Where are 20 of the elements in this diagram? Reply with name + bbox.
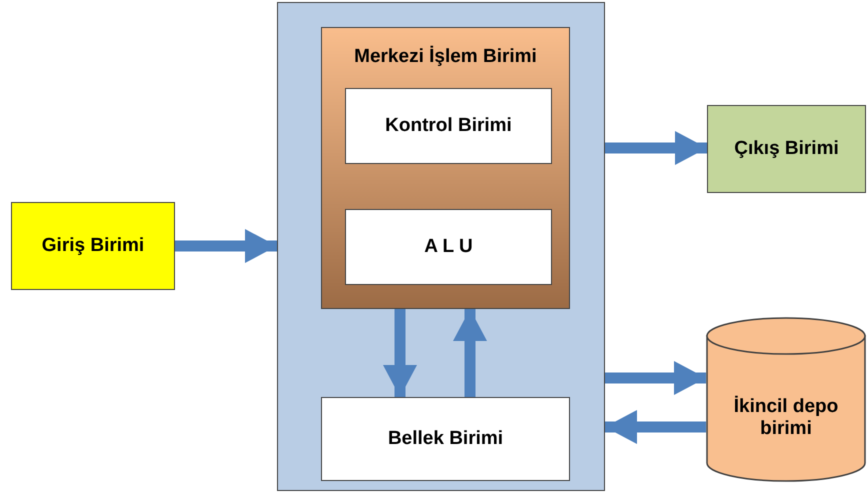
box-label: A L U	[424, 236, 473, 258]
box-label: Çıkış Birimi	[734, 138, 839, 160]
box-label: İkincil depo birimi	[732, 396, 840, 440]
cpu-box	[321, 27, 570, 309]
memory-box	[321, 397, 570, 481]
arrow	[605, 410, 706, 444]
arrow	[605, 131, 707, 165]
arrow	[453, 309, 487, 397]
box-label: Kontrol Birimi	[385, 115, 512, 137]
input-box	[11, 202, 175, 290]
box-heading: Merkezi İşlem Birimi	[354, 46, 537, 68]
unit-box	[345, 88, 552, 164]
arrow	[605, 361, 706, 395]
box-label: Giriş Birimi	[42, 235, 144, 257]
output-box	[707, 105, 866, 193]
arrow	[383, 309, 417, 397]
unit-box	[345, 209, 552, 285]
system-box	[277, 2, 605, 491]
box-label: Bellek Birimi	[388, 428, 504, 450]
arrow	[175, 229, 277, 263]
